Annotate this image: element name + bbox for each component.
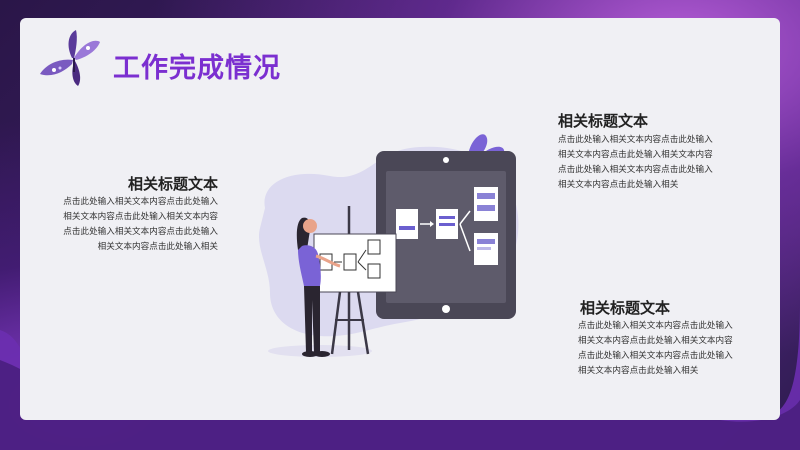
section-3-heading: 相关标题文本 (580, 299, 671, 317)
butterfly-icon (40, 30, 100, 86)
section-1-text: 点击此处输入相关文本内容点击此处输入相关文本内容点击此处输入相关文本内容点击此处… (63, 197, 218, 252)
tablet-illustration (376, 151, 516, 319)
content-panel (20, 18, 780, 420)
section-2-heading: 相关标题文本 (558, 112, 649, 130)
section-1-heading: 相关标题文本 (127, 175, 218, 193)
woman-at-easel-illustration (296, 206, 397, 357)
slide-title: 工作完成情况 (113, 53, 281, 84)
section-2-text: 点击此处输入相关文本内容点击此处输入相关文本内容点击此处输入相关文本内容点击此处… (558, 135, 713, 190)
section-3-text: 点击此处输入相关文本内容点击此处输入相关文本内容点击此处输入相关文本内容点击此处… (578, 321, 733, 376)
